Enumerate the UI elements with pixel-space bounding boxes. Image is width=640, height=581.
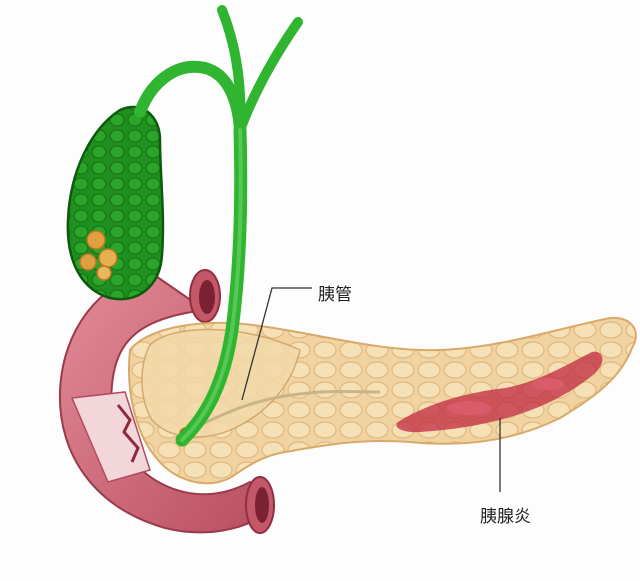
pancreatic-duct <box>189 390 381 432</box>
gallstones <box>79 230 193 441</box>
leader-line-duct <box>241 287 312 401</box>
hepatic-duct-left <box>217 5 246 135</box>
pancreatic-duct-label: 胰管 <box>318 285 352 305</box>
pancreatitis-label: 胰腺炎 <box>480 507 531 527</box>
inflamed-region <box>396 351 603 433</box>
hepatic-duct-right <box>235 17 303 135</box>
gallbladder <box>66 105 165 301</box>
duodenum-cutaway <box>70 391 151 483</box>
